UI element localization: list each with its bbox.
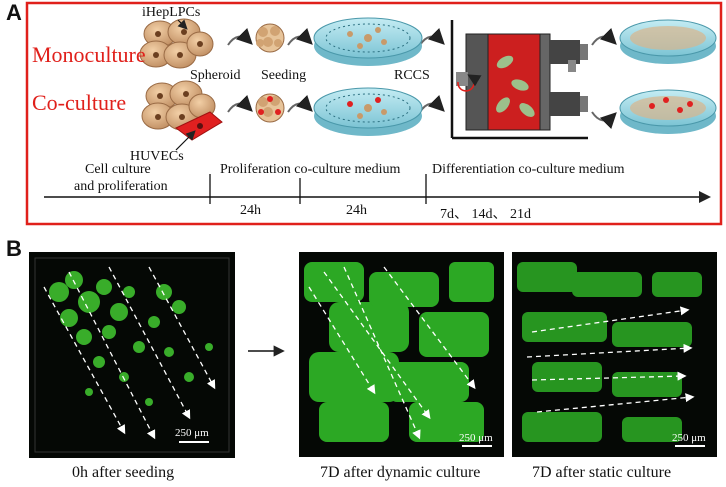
dish-co-icon (313, 87, 423, 136)
dish-mono-icon (313, 17, 423, 66)
monoculture-label: Monoculture (32, 42, 146, 67)
spheroid-mono-icon (255, 23, 285, 53)
micrograph-dynamic: 250 μm (299, 252, 504, 457)
spheroid-co-icon (255, 93, 285, 123)
timeline-t2: 24h (346, 203, 367, 218)
scale-bar-static: 250 μm (672, 432, 706, 444)
scale-bar-0h: 250 μm (175, 427, 209, 439)
rccs-bioreactor-icon (450, 20, 588, 140)
panel-b-letter: B (6, 236, 22, 261)
timeline-stage3: Differentiation co-culture medium (432, 162, 625, 177)
ihep-cell-cluster-mono (139, 18, 214, 69)
timeline (44, 174, 711, 204)
ihep-cell-cluster-co (141, 80, 223, 141)
timeline-t1: 24h (240, 203, 261, 218)
scale-bar-dynamic: 250 μm (459, 432, 493, 444)
ihep-label: iHepLPCs (142, 5, 201, 20)
panel-a-letter: A (6, 0, 22, 25)
timeline-t3: 7d、 14d、 21d (440, 207, 531, 222)
dish-mono-final-icon (619, 19, 717, 64)
panel-a-frame (25, 1, 723, 226)
huvec-label: HUVECs (130, 149, 184, 164)
seeding-label: Seeding (261, 68, 307, 83)
timeline-stage2: Proliferation co-culture medium (220, 162, 401, 177)
dish-co-final-icon (619, 89, 717, 134)
caption-static: 7D after static culture (532, 464, 672, 481)
timeline-stage1-line2: and proliferation (74, 179, 168, 194)
micrograph-0h: 250 μm (29, 252, 235, 458)
rccs-label: RCCS (394, 68, 430, 83)
caption-0h: 0h after seeding (72, 464, 175, 481)
micrograph-static: 250 μm (512, 252, 717, 457)
timeline-stage1-line1: Cell culture (85, 162, 151, 177)
spheroid-label: Spheroid (190, 68, 241, 83)
coculture-label: Co-culture (32, 90, 127, 115)
caption-dynamic: 7D after dynamic culture (320, 464, 481, 481)
